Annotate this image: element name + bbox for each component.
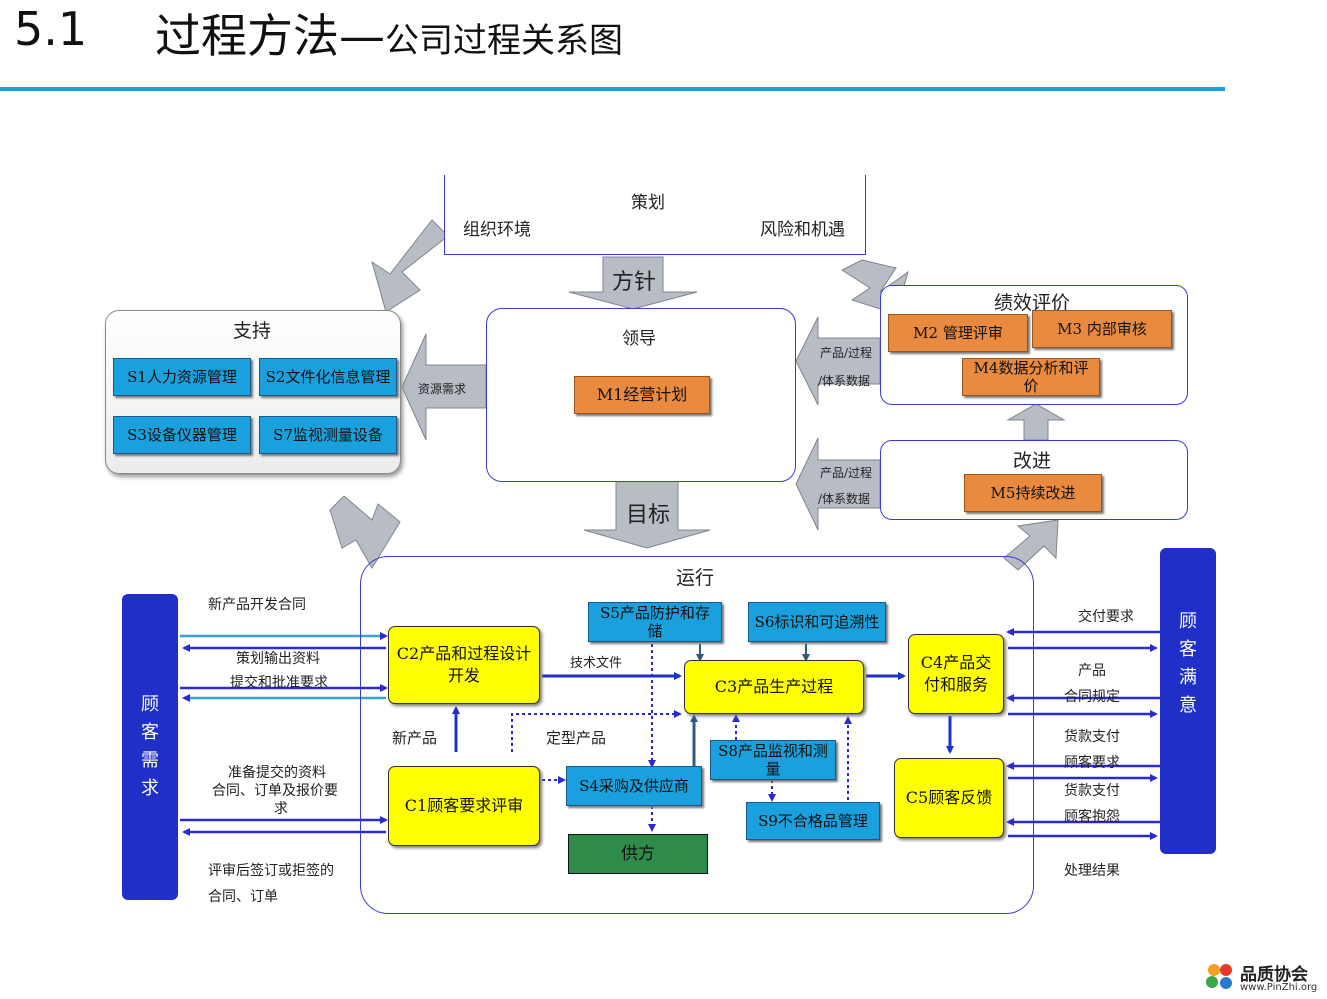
right-label-result: 处理结果 bbox=[1064, 863, 1120, 879]
planning-risk: 风险和机遇 bbox=[760, 220, 845, 240]
left-label-prepare: 准备提交的资料 bbox=[228, 765, 326, 781]
m4-analysis-box: M4数据分析和评价 bbox=[962, 358, 1100, 396]
sat-char-2: 客 bbox=[1179, 639, 1197, 660]
improvement-title: 改进 bbox=[1013, 450, 1052, 472]
title-main: 过程方法 bbox=[155, 9, 339, 63]
c1-review-box: C1顾客要求评审 bbox=[388, 766, 540, 846]
right-label-payment-2: 货款支付 bbox=[1064, 783, 1120, 799]
s3-equipment-box: S3设备仪器管理 bbox=[113, 416, 251, 454]
s6-traceability-box: S6标识和可追溯性 bbox=[748, 602, 886, 642]
s7-monitor-box: S7监视测量设备 bbox=[259, 416, 397, 454]
needs-char-3: 需 bbox=[141, 750, 159, 771]
perf-arrow-label-1: 产品/过程 bbox=[820, 346, 873, 360]
operation-panel bbox=[360, 556, 1034, 914]
policy-arrow bbox=[568, 256, 698, 310]
left-label-plan-output: 策划输出资料 bbox=[236, 651, 320, 667]
m2-review-box: M2 管理评审 bbox=[888, 314, 1028, 352]
performance-title: 绩效评价 bbox=[994, 292, 1071, 314]
customer-needs-bar: 顾 客 需 求 bbox=[122, 594, 178, 900]
s4-purchasing-box: S4采购及供应商 bbox=[566, 766, 702, 806]
s9-nonconforming-box: S9不合格品管理 bbox=[746, 802, 880, 840]
needs-char-4: 求 bbox=[141, 778, 159, 799]
customer-satisfaction-bar: 顾 客 满 意 bbox=[1160, 548, 1216, 854]
sat-char-4: 意 bbox=[1179, 695, 1197, 716]
s5-protection-box: S5产品防护和存储 bbox=[588, 602, 722, 642]
c5-feedback-box: C5顾客反馈 bbox=[894, 758, 1004, 838]
right-label-requirements: 顾客要求 bbox=[1064, 755, 1120, 771]
supplier-box: 供方 bbox=[568, 834, 708, 874]
improve-up-arrow bbox=[1006, 403, 1066, 441]
needs-char-1: 顾 bbox=[141, 694, 159, 715]
support-title: 支持 bbox=[233, 320, 272, 342]
left-label-new-dev: 新产品开发合同 bbox=[208, 597, 306, 613]
improve-arrow-label-1: 产品/过程 bbox=[820, 466, 873, 480]
policy-label: 方针 bbox=[612, 270, 657, 295]
sat-char-3: 满 bbox=[1179, 667, 1197, 688]
title-dash: — bbox=[339, 9, 385, 63]
s2-doc-box: S2文件化信息管理 bbox=[259, 358, 397, 396]
planning-panel bbox=[444, 175, 866, 255]
logo-url: www.PinZhi.org bbox=[1240, 982, 1318, 993]
m5-improve-box: M5持续改进 bbox=[964, 474, 1102, 512]
right-label-product: 产品 bbox=[1078, 663, 1106, 679]
title-sub: 公司过程关系图 bbox=[385, 21, 623, 61]
page-title: 过程方法—公司过程关系图 bbox=[155, 0, 623, 66]
planning-title: 策划 bbox=[631, 193, 665, 213]
perf-to-lead-arrow bbox=[795, 316, 881, 406]
right-label-delivery: 交付要求 bbox=[1078, 609, 1134, 625]
m3-audit-box: M3 内部审核 bbox=[1032, 310, 1172, 348]
right-label-payment-1: 货款支付 bbox=[1064, 729, 1120, 745]
perf-arrow-label-2: /体系数据 bbox=[818, 374, 871, 388]
improve-to-lead-arrow bbox=[795, 437, 881, 531]
c3-production-box: C3产品生产过程 bbox=[684, 660, 864, 714]
logo-name: 品质协会 bbox=[1240, 965, 1308, 985]
new-product-label: 新产品 bbox=[392, 729, 438, 747]
final-product-label: 定型产品 bbox=[546, 729, 607, 747]
support-to-ops-arrow bbox=[329, 495, 401, 569]
s8-inspection-box: S8产品监视和测量 bbox=[710, 740, 836, 780]
goal-arrow bbox=[583, 479, 711, 549]
right-label-complaint: 顾客抱怨 bbox=[1064, 809, 1120, 825]
operation-title: 运行 bbox=[676, 567, 715, 589]
planning-context: 组织环境 bbox=[463, 220, 531, 240]
sat-char-1: 顾 bbox=[1179, 611, 1197, 632]
plan-to-support-arrow bbox=[371, 219, 449, 313]
c4-delivery-box: C4产品交付和服务 bbox=[908, 634, 1004, 714]
tech-docs-label: 技术文件 bbox=[570, 656, 623, 671]
title-rule bbox=[0, 87, 1225, 91]
c2-design-box: C2产品和过程设计开发 bbox=[388, 626, 540, 704]
pinzhi-logo-icon bbox=[1206, 964, 1232, 989]
leadership-title: 领导 bbox=[622, 329, 656, 349]
section-number: 5.1 bbox=[14, 2, 88, 56]
needs-char-2: 客 bbox=[141, 722, 159, 743]
right-label-contract: 合同规定 bbox=[1064, 689, 1120, 705]
m1-business-plan-box: M1经营计划 bbox=[574, 376, 710, 414]
left-label-contract: 合同、订单及报价要 bbox=[212, 783, 338, 799]
s1-hr-box: S1人力资源管理 bbox=[113, 358, 251, 396]
left-label-signed: 评审后签订或拒签的 bbox=[208, 863, 334, 879]
improve-arrow-label-2: /体系数据 bbox=[818, 492, 871, 506]
left-label-contract-2: 求 bbox=[274, 801, 288, 817]
resource-arrow bbox=[401, 333, 487, 441]
goal-label: 目标 bbox=[626, 503, 671, 528]
left-label-approval: 提交和批准要求 bbox=[230, 675, 328, 691]
left-label-orders: 合同、订单 bbox=[208, 889, 278, 905]
resource-label: 资源需求 bbox=[418, 382, 467, 396]
